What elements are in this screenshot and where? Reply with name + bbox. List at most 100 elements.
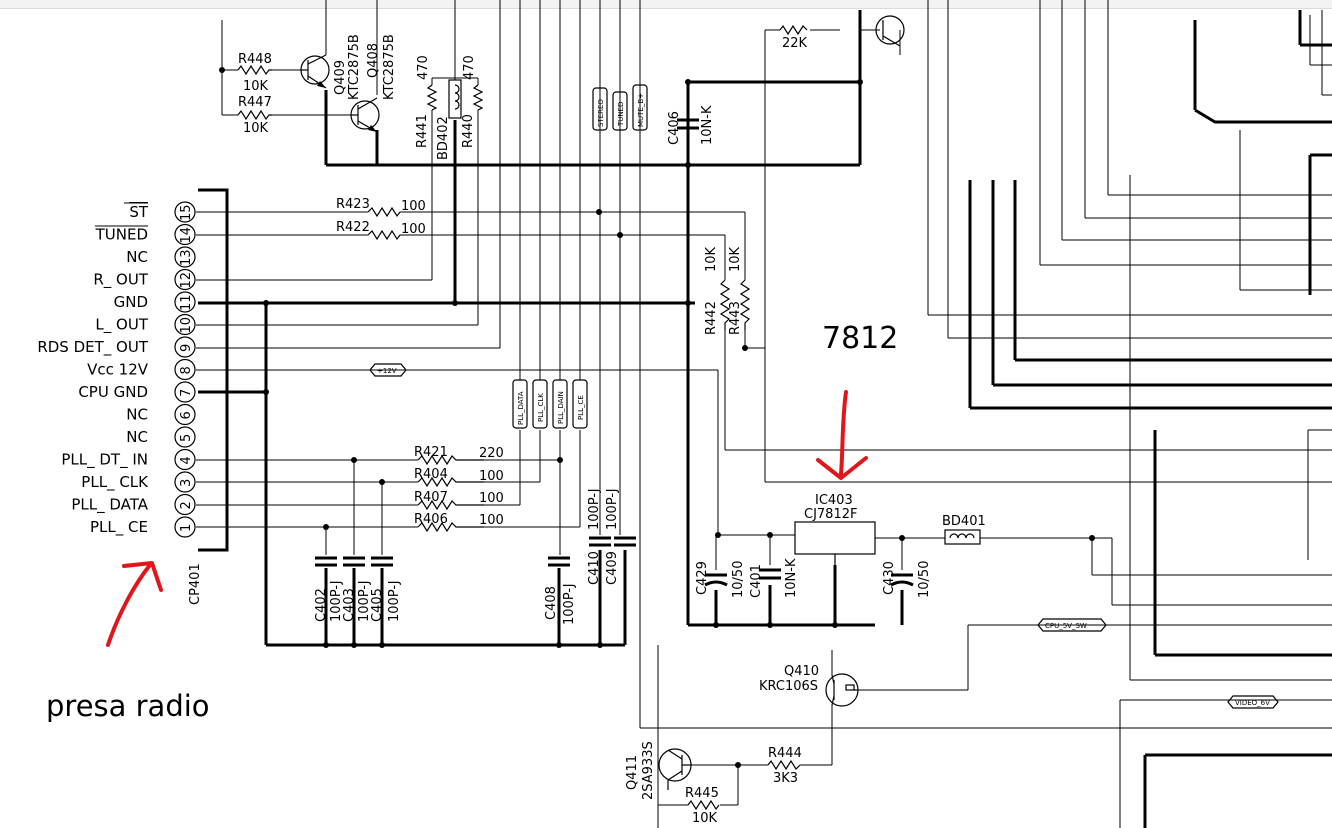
connector-pin-label: R_ OUT	[93, 271, 148, 290]
transistor-q409	[300, 54, 330, 89]
connector-pin-number: 15	[179, 204, 194, 221]
connector-pin-label: Vcc 12V	[87, 361, 149, 379]
c403-value: 100P-J	[357, 580, 372, 622]
resistor-r442	[719, 279, 731, 330]
c430-ref: C430	[882, 561, 897, 595]
q410-ref: Q410	[784, 664, 819, 679]
resistor-r441	[426, 84, 438, 111]
c406-ref: C406	[667, 111, 682, 145]
connector-pin-number: 13	[179, 249, 194, 266]
connector-pin-4	[174, 448, 196, 471]
connector-pin-8	[174, 358, 196, 381]
signal-wires	[196, 0, 1332, 828]
junction-dots	[219, 67, 1095, 768]
connector-pin-10	[174, 313, 196, 336]
connector-pin-13	[174, 246, 196, 268]
red-arrow-regulator	[816, 390, 868, 480]
connector-pin-label: NC	[126, 248, 148, 266]
connector-pin-number: 5	[179, 434, 194, 442]
q411-part: 2SA933S	[641, 741, 656, 800]
connector-pin-number: 12	[179, 272, 194, 289]
connector-pin-7	[174, 381, 196, 403]
r448-value: 10K	[243, 79, 269, 94]
c409-value: 100P-J	[605, 488, 620, 530]
c408-value: 100P-J	[562, 583, 577, 625]
connector-ref: CP401	[188, 563, 203, 605]
r404-value: 100	[479, 469, 504, 484]
c410-value: 100P-J	[587, 488, 602, 530]
capacitor-labels: C406 10N-K C402 100P-J C403 100P-J C405 …	[314, 105, 932, 625]
resistor-r404	[417, 476, 484, 488]
q410-part: KRC106S	[759, 679, 818, 694]
connector-pin-label: L_ OUT	[95, 316, 148, 335]
resistor-r422	[367, 229, 401, 241]
connector-pin-number: 2	[179, 501, 194, 509]
r422-value: 100	[401, 222, 426, 237]
r440-value: 470	[462, 55, 477, 80]
r421-value: 220	[479, 446, 504, 461]
net-tag-pll-clk: PLL_CLK	[537, 393, 545, 422]
connector-pin-number: 3	[179, 479, 194, 487]
c429-value: 10/50	[731, 561, 746, 598]
connector-pin-number: 10	[179, 317, 194, 334]
ic403-ref: IC403	[815, 493, 853, 508]
connector-pin-label: PLL_ DATA	[71, 496, 148, 515]
connector-pin-label: NC	[126, 428, 148, 446]
connector-pin-11	[174, 291, 196, 313]
r421-ref: R421	[414, 445, 448, 460]
connector-pin-label: PLL_ DT_ IN	[61, 451, 148, 470]
resistor-r421	[417, 454, 484, 466]
r404-ref: R404	[414, 467, 448, 482]
c406-value: 10N-K	[700, 105, 715, 145]
connector-pin-12	[174, 268, 196, 291]
resistor-r443	[739, 279, 751, 330]
net-tag-pll-dain: PLL_DAIN	[557, 391, 565, 424]
resistor-r448	[237, 64, 272, 76]
resistor-r423	[367, 206, 401, 218]
resistor-r440	[472, 84, 484, 111]
resistor-r444	[767, 759, 801, 771]
r443-ref: R443	[728, 301, 743, 335]
q409-part: KTC2875B	[347, 34, 362, 100]
r441-value: 470	[416, 55, 431, 80]
transistor-q410	[825, 673, 859, 707]
r442-value: 10K	[704, 246, 719, 272]
r423-value: 100	[401, 199, 426, 214]
net-tag-pll-ce: PLL_CE	[577, 395, 585, 420]
connector-pin-1	[174, 516, 196, 538]
c430-value: 10/50	[917, 561, 932, 598]
connector-pin-15	[174, 201, 196, 223]
ferrite-beads	[448, 79, 981, 545]
net-tag-cpu-5v: CPU_5V_SW	[1045, 622, 1087, 630]
transistor-q408	[350, 97, 380, 133]
c402-value: 100P-J	[329, 580, 344, 622]
r441-ref: R441	[415, 114, 430, 148]
bead-bd402	[448, 79, 462, 119]
red-arrow-connector	[106, 561, 163, 647]
resistors	[237, 24, 808, 811]
ground-bus	[198, 10, 1332, 828]
capacitor-c403	[343, 556, 365, 567]
q408-part: KTC2875B	[382, 34, 397, 100]
resistor-r406	[417, 521, 484, 533]
r448-ref: R448	[238, 52, 272, 67]
c408-ref: C408	[544, 586, 559, 620]
transistor-top-right	[875, 15, 905, 47]
capacitor-c406	[677, 118, 699, 130]
c409-ref: C409	[605, 551, 620, 585]
capacitor-c402	[315, 556, 337, 567]
r442-ref: R442	[704, 301, 719, 335]
resistor-top-22k	[779, 24, 808, 36]
q411-ref: Q411	[625, 755, 640, 790]
connector-pin-label: TUNED	[95, 226, 148, 244]
r406-value: 100	[479, 513, 504, 528]
connector-pin-2	[174, 493, 196, 516]
r447-ref: R447	[238, 95, 272, 110]
capacitor-c429	[704, 573, 728, 587]
net-tag-12v: +12V	[377, 367, 397, 375]
connector-pin-label: GND	[114, 293, 148, 311]
connector-pin-number: 1	[179, 524, 194, 532]
c402-ref: C402	[314, 588, 329, 622]
net-tag-video-6v: VIDEO_6V	[1235, 699, 1270, 707]
